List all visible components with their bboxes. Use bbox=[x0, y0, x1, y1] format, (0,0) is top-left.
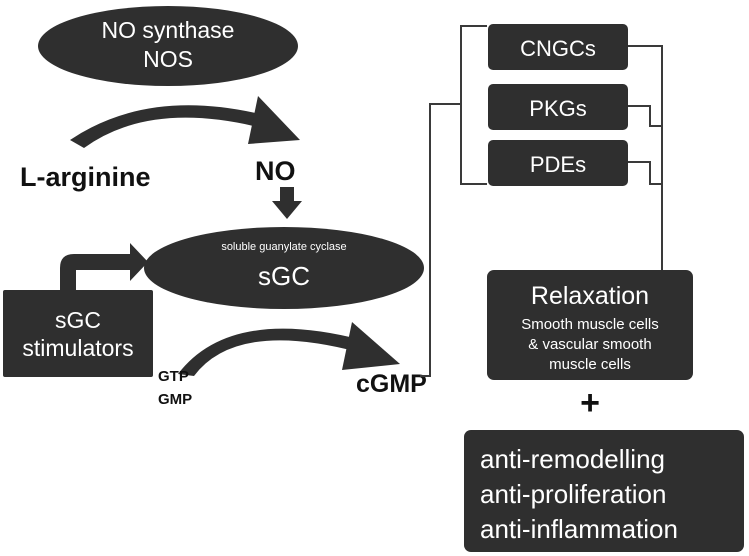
effect-anti-proliferation: anti-proliferation bbox=[480, 479, 666, 509]
no-label: NO bbox=[255, 156, 296, 186]
cgmp-connector-line bbox=[420, 103, 460, 377]
sgc-label: sGC bbox=[258, 261, 310, 291]
nos-reaction-arrow bbox=[70, 105, 268, 148]
target-pdes-label: PDEs bbox=[530, 152, 586, 177]
relaxation-box: Relaxation Smooth muscle cells & vascula… bbox=[487, 270, 693, 380]
sgc-full-name: soluble guanylate cyclase bbox=[221, 241, 346, 253]
relaxation-line3: muscle cells bbox=[549, 356, 631, 373]
gtp-label: GTP bbox=[158, 368, 189, 385]
nos-reaction-arrowhead bbox=[248, 96, 300, 144]
sgc-reaction-arrowhead bbox=[342, 322, 400, 370]
target-pkgs-box: PKGs bbox=[488, 84, 628, 130]
target-pkgs-label: PKGs bbox=[529, 96, 586, 121]
gmp-label: GMP bbox=[158, 391, 192, 408]
no-to-sgc-arrow bbox=[272, 187, 302, 219]
stimulators-connector bbox=[60, 243, 148, 296]
l-arginine-label: L-arginine bbox=[20, 162, 151, 192]
stimulators-line2: stimulators bbox=[22, 335, 133, 361]
effects-box: anti-remodelling anti-proliferation anti… bbox=[464, 430, 744, 552]
target-cngcs-label: CNGCs bbox=[520, 36, 596, 61]
nos-line2: NOS bbox=[143, 46, 193, 72]
target-pdes-box: PDEs bbox=[488, 140, 628, 186]
sgc-stimulators-box: sGC stimulators bbox=[3, 290, 153, 377]
targets-to-relaxation-connector bbox=[628, 45, 663, 270]
target-cngcs-box: CNGCs bbox=[488, 24, 628, 70]
stimulators-line1: sGC bbox=[55, 307, 101, 333]
sgc-node: soluble guanylate cyclase sGC bbox=[144, 227, 424, 309]
plus-sign: + bbox=[580, 384, 600, 422]
relaxation-line1: Smooth muscle cells bbox=[521, 316, 659, 333]
effect-anti-inflammation: anti-inflammation bbox=[480, 514, 678, 544]
relaxation-title: Relaxation bbox=[531, 282, 649, 310]
effect-anti-remodelling: anti-remodelling bbox=[480, 444, 665, 474]
sgc-reaction-arrow bbox=[178, 328, 362, 376]
nos-line1: NO synthase bbox=[102, 17, 235, 43]
targets-bracket bbox=[460, 25, 487, 185]
relaxation-line2: & vascular smooth bbox=[528, 336, 651, 353]
cgmp-label: cGMP bbox=[356, 370, 427, 398]
nos-node: NO synthase NOS bbox=[38, 6, 298, 86]
